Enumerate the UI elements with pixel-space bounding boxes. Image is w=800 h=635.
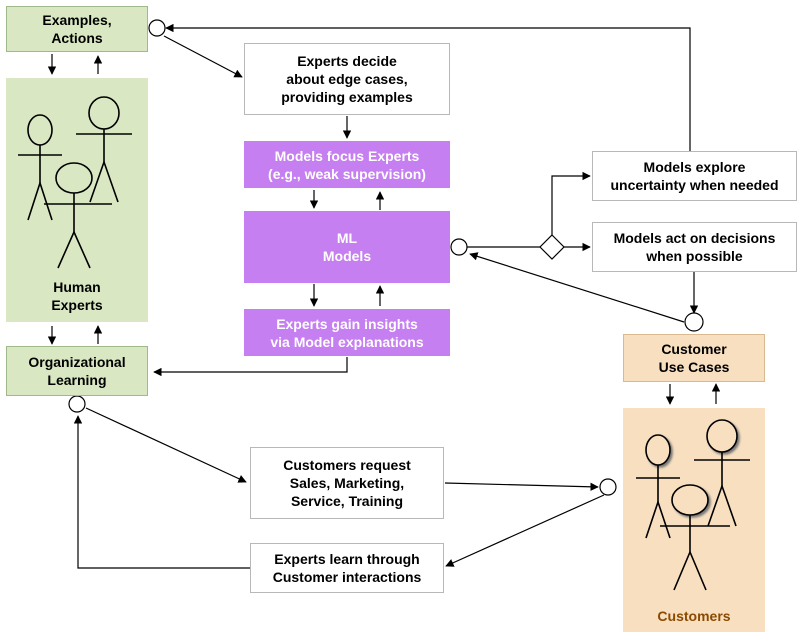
experts-decide-box: Experts decide about edge cases, providi… (244, 43, 450, 115)
customers-label: Customers (657, 608, 731, 624)
examples-actions-box: Examples, Actions (6, 6, 148, 52)
human-experts-figures (18, 96, 132, 269)
junction-ml (450, 238, 468, 256)
arrow-to-models-explore (551, 171, 591, 235)
decision-diamond (539, 234, 565, 260)
customer-use-cases-box: Customer Use Cases (623, 334, 765, 382)
models-focus-experts-box: Models focus Experts (e.g., weak supervi… (244, 141, 450, 188)
arrow-customers-to-learn (445, 494, 605, 567)
junction-examples (148, 19, 166, 37)
arrow-gain-to-org (153, 357, 348, 377)
arrow-to-experts-decide (163, 35, 243, 78)
models-act-box: Models act on decisions when possible (592, 222, 797, 272)
human-experts-label: Human Experts (51, 279, 103, 313)
customers-request-box: Customers request Sales, Marketing, Serv… (250, 447, 444, 519)
experts-learn-box: Experts learn through Customer interacti… (250, 543, 444, 593)
junction-org (68, 395, 86, 413)
arrow-usecases-to-ml (469, 252, 685, 323)
arrow-explore-to-examples (165, 23, 691, 151)
human-experts-panel (6, 78, 148, 322)
ml-models-box: ML Models (244, 211, 450, 283)
experts-gain-insights-box: Experts gain insights via Model explanat… (244, 309, 450, 356)
organizational-learning-box: Organizational Learning (6, 346, 148, 396)
junction-customers (599, 478, 617, 496)
arrow-learn-to-org (73, 415, 250, 569)
models-explore-box: Models explore uncertainty when needed (592, 151, 797, 201)
arrow-org-to-request (85, 407, 247, 483)
customers-figures (636, 419, 750, 591)
arrow-request-to-customers (444, 482, 599, 492)
junction-usecases (684, 312, 704, 332)
